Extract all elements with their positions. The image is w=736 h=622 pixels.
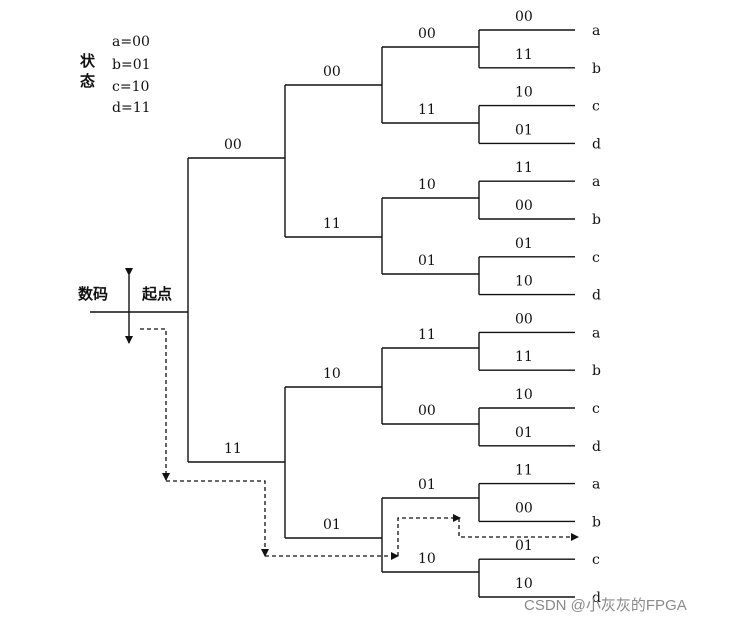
- tree-branches: [90, 29, 575, 598]
- level4-label-5: 00: [515, 198, 533, 214]
- level3-label-5: 00: [418, 403, 436, 419]
- path-segment-4: [397, 514, 461, 556]
- level2-label-1: 11: [323, 216, 341, 232]
- level4-label-2: 10: [515, 85, 533, 101]
- level1-label-0: 00: [224, 137, 242, 153]
- level3-label-0: 00: [418, 26, 436, 42]
- level4-label-11: 01: [515, 425, 533, 441]
- level2-label-0: 00: [323, 64, 341, 80]
- leaf-state-14: c: [592, 552, 600, 568]
- leaf-state-2: c: [592, 99, 600, 115]
- decoding-path: [140, 328, 579, 560]
- level2-label-2: 10: [323, 366, 341, 382]
- leaf-state-6: c: [592, 250, 600, 266]
- watermark: CSDN @小灰灰的FPGA: [524, 597, 687, 614]
- legend-state-a: a=00: [112, 34, 150, 50]
- level4-label-15: 10: [515, 576, 533, 592]
- legend-title-char-2: 态: [80, 72, 95, 90]
- level4-label-1: 11: [515, 47, 533, 63]
- level4-label-8: 00: [515, 311, 533, 327]
- leaf-state-3: d: [592, 136, 601, 152]
- level3-label-3: 01: [418, 253, 436, 269]
- level4-label-12: 11: [515, 463, 533, 479]
- level4-label-4: 11: [515, 160, 533, 176]
- level4-label-6: 01: [515, 236, 533, 252]
- level3-label-1: 11: [418, 102, 436, 118]
- leaf-state-13: b: [592, 514, 601, 530]
- level4-label-9: 11: [515, 349, 533, 365]
- level4-label-3: 01: [515, 122, 533, 138]
- level3-label-7: 10: [418, 551, 436, 567]
- leaf-state-1: b: [592, 61, 601, 77]
- tree-branch-labels: 00 11 00 11 10 01 00 11 10 01 11 00 01 10 00 11 10 01 11 00…: [224, 9, 533, 592]
- level4-label-13: 00: [515, 500, 533, 516]
- leaf-state-9: b: [592, 363, 601, 379]
- path-segment-2: [166, 480, 269, 557]
- level4-label-7: 10: [515, 274, 533, 290]
- leaf-state-7: d: [592, 288, 601, 304]
- path-segment-1: [140, 328, 170, 481]
- leaf-state-8: a: [592, 325, 600, 341]
- leaf-state-labels: a b c d a b c d a b c d a b c d: [592, 23, 601, 606]
- level3-label-4: 11: [418, 327, 436, 343]
- start-point-label: 起点: [141, 285, 172, 303]
- leaf-state-0: a: [592, 23, 600, 39]
- legend-state-d: d=11: [112, 100, 151, 116]
- level4-label-0: 00: [515, 9, 533, 25]
- level3-label-6: 01: [418, 477, 436, 493]
- level2-label-3: 01: [323, 517, 341, 533]
- level3-label-2: 10: [418, 177, 436, 193]
- path-segment-5: [458, 518, 579, 541]
- legend-state-b: b=01: [112, 57, 151, 73]
- leaf-state-4: a: [592, 174, 600, 190]
- leaf-state-5: b: [592, 212, 601, 228]
- legend-title-char-1: 状: [80, 52, 96, 70]
- leaf-state-12: a: [592, 477, 600, 493]
- level4-label-14: 01: [515, 538, 533, 554]
- leaf-state-10: c: [592, 401, 600, 417]
- level1-label-1: 11: [224, 441, 242, 457]
- input-code-label: 数码: [78, 285, 108, 303]
- leaf-state-15: d: [592, 590, 601, 606]
- level4-label-10: 10: [515, 387, 533, 403]
- state-legend: 状 态 a=00 b=01 c=10 d=11: [80, 34, 151, 116]
- leaf-state-11: d: [592, 439, 601, 455]
- legend-state-c: c=10: [112, 79, 149, 95]
